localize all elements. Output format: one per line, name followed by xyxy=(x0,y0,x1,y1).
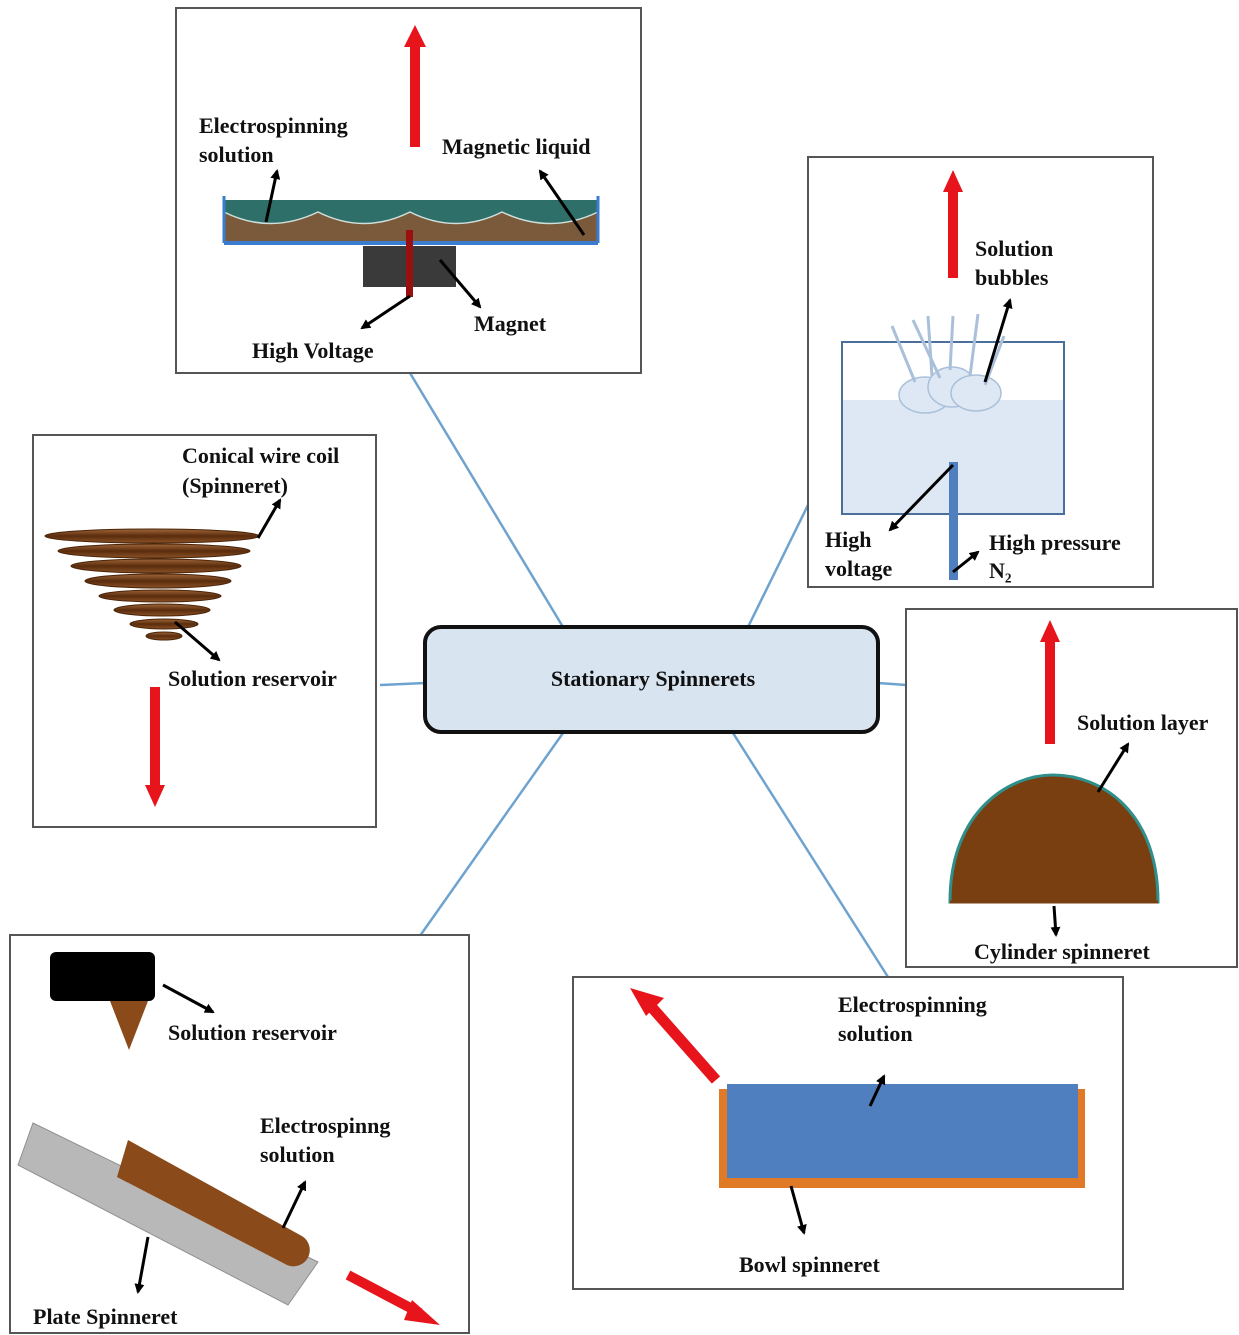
panel-plate: Solution reservoir Electrospinng solutio… xyxy=(9,934,470,1334)
reservoir-block xyxy=(50,952,155,1001)
label-electrospinng-solution-2: solution xyxy=(260,1142,335,1167)
panel-magnetic-liquid: Electrospinning solution Magnetic liquid… xyxy=(175,7,642,374)
plate-solution xyxy=(117,1140,310,1267)
pointer-arrows xyxy=(264,169,586,330)
label-high-voltage: High xyxy=(825,527,871,552)
label-high-voltage-2: voltage xyxy=(825,556,892,581)
up-arrow-icon xyxy=(1040,620,1060,744)
down-arrow-icon xyxy=(145,687,165,807)
label-electrospinning-solution-2: solution xyxy=(199,142,274,167)
connector-left xyxy=(379,681,426,687)
label-electrospinning-solution: Electrospinning xyxy=(199,113,348,138)
connector-top xyxy=(408,372,565,628)
pointer-arrows xyxy=(1050,742,1130,937)
connector-top-right xyxy=(746,504,810,628)
jets xyxy=(890,313,1006,386)
label-electrospinning-solution-2: solution xyxy=(838,1021,913,1046)
label-electrospinning-solution: Electrospinning xyxy=(838,992,987,1017)
connector-lines xyxy=(379,372,907,978)
label-solution-reservoir: Solution reservoir xyxy=(168,666,337,691)
label-plate-spinneret: Plate Spinneret xyxy=(33,1304,178,1329)
pointer-arrows xyxy=(789,1074,886,1235)
center-label: Stationary Spinnerets xyxy=(551,666,756,691)
down-right-arrow-icon xyxy=(345,1270,440,1325)
label-magnetic-liquid: Magnetic liquid xyxy=(442,134,591,159)
conical-coil xyxy=(44,528,260,641)
label-electrospinng-solution: Electrospinng xyxy=(260,1113,390,1138)
gas-tube xyxy=(949,462,958,580)
label-conical-wire-coil: Conical wire coil xyxy=(182,443,339,468)
label-spinneret: (Spinneret) xyxy=(182,473,288,498)
up-left-arrow-icon xyxy=(630,988,721,1084)
bowl-solution xyxy=(727,1084,1078,1178)
panel-cylinder: Solution layer Cylinder spinneret xyxy=(905,608,1238,968)
label-cylinder-spinneret: Cylinder spinneret xyxy=(974,939,1150,964)
label-solution-reservoir: Solution reservoir xyxy=(168,1020,337,1045)
connector-right xyxy=(877,681,907,687)
label-solution-bubbles: Solution xyxy=(975,236,1053,261)
connector-bottom-left xyxy=(408,732,565,951)
label-n2: N₂ xyxy=(989,558,1012,583)
bubbles xyxy=(898,366,1002,414)
up-arrow-icon xyxy=(404,25,426,147)
label-magnet: Magnet xyxy=(474,311,547,336)
panel-bowl: Electrospinning solution Bowl spinneret xyxy=(572,976,1124,1290)
cylinder-shape xyxy=(948,773,1160,904)
pointer-arrows xyxy=(174,498,282,662)
panel-conical-coil: Conical wire coil (Spinneret) Solution r… xyxy=(32,434,377,828)
label-high-voltage: High Voltage xyxy=(252,338,374,363)
center-node: Stationary Spinnerets xyxy=(423,625,880,734)
label-solution-layer: Solution layer xyxy=(1077,710,1209,735)
nozzle xyxy=(110,1001,148,1050)
electrode-rod xyxy=(406,230,413,297)
pointer-arrows xyxy=(888,298,1013,574)
label-bowl-spinneret: Bowl spinneret xyxy=(739,1252,880,1277)
panel-solution-bubbles: Solution bubbles High voltage High press… xyxy=(807,156,1154,588)
connector-bottom-right xyxy=(731,732,890,978)
label-solution-bubbles-2: bubbles xyxy=(975,265,1049,290)
label-high-pressure: High pressure xyxy=(989,530,1121,555)
up-arrow-icon xyxy=(943,170,963,278)
pointer-arrows xyxy=(134,983,307,1294)
